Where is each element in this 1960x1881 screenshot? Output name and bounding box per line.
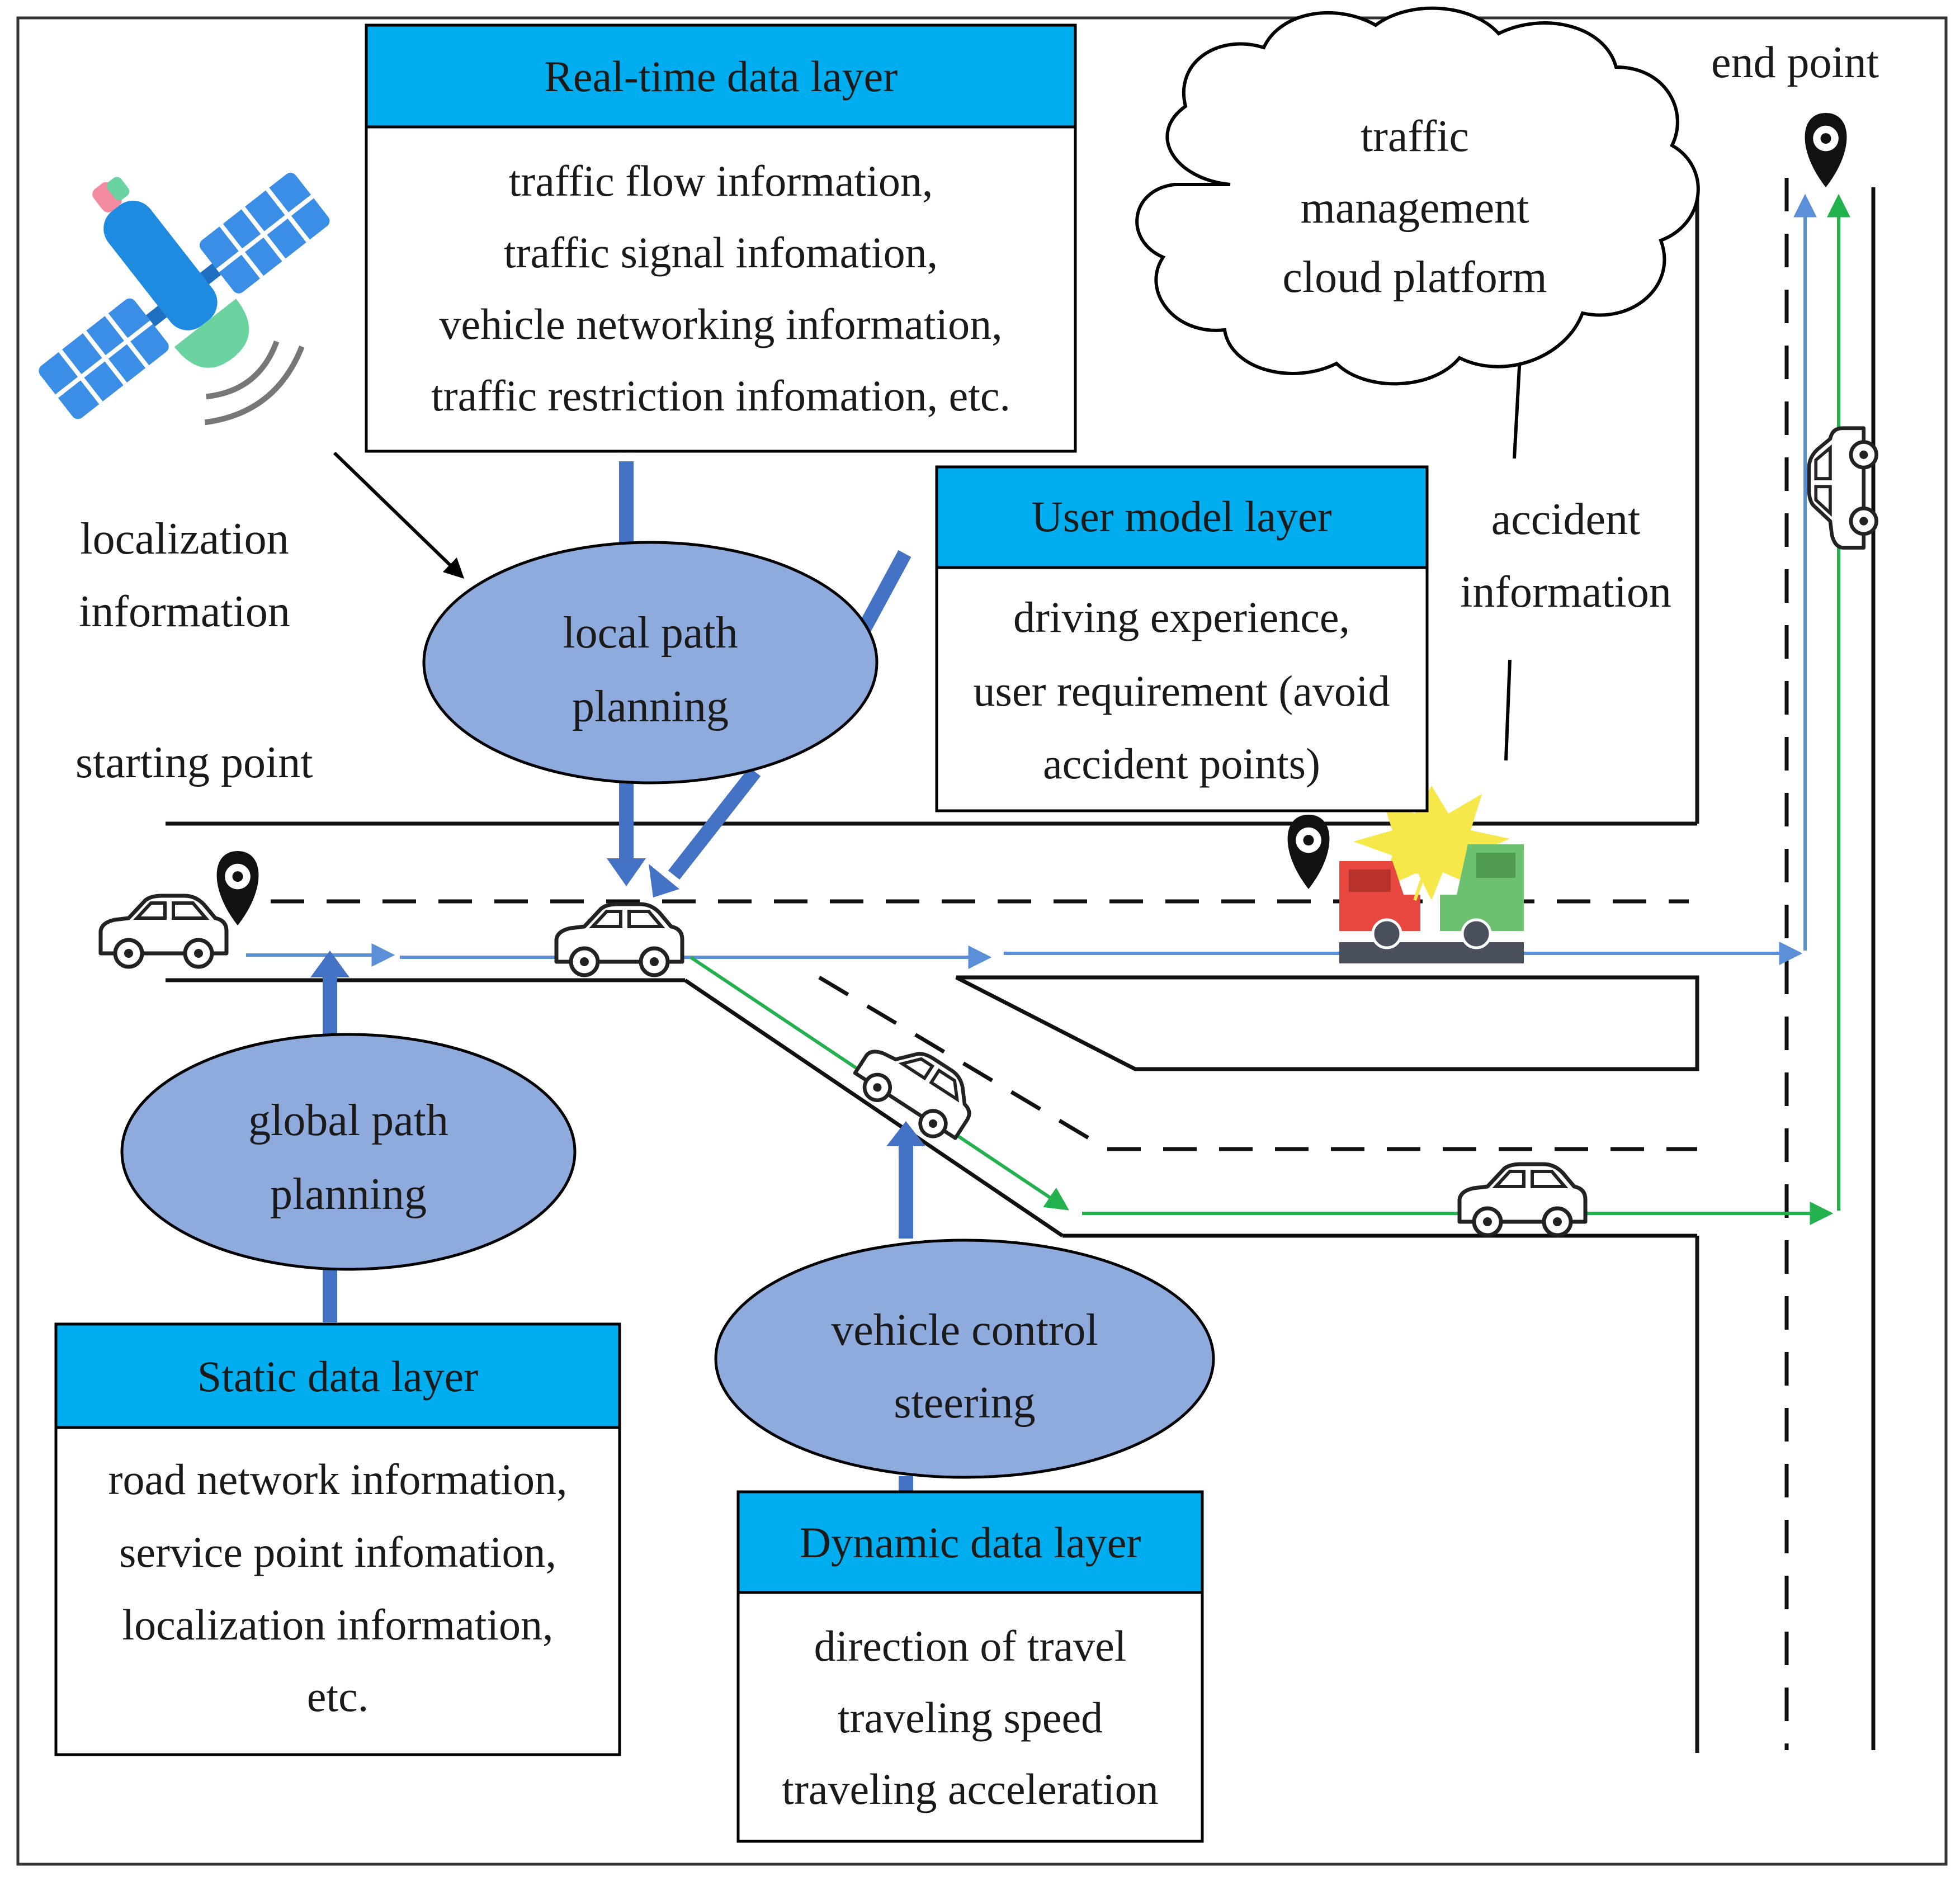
localization-label-line-1: localization xyxy=(80,514,289,564)
end-pin-icon xyxy=(1805,113,1847,187)
static-data-layer: Static data layer road network informati… xyxy=(54,1322,621,1756)
global-path-line-1: global path xyxy=(248,1096,448,1145)
realtime-layer-line-2: traffic signal infomation, xyxy=(504,228,938,277)
local-path-line-2: planning xyxy=(572,682,729,731)
cloud-line-1: traffic xyxy=(1361,112,1469,161)
vehicle-control-line-2: steering xyxy=(894,1378,1035,1428)
user-model-line-2: user requirement (avoid xyxy=(973,667,1390,715)
localization-label-line-2: information xyxy=(79,587,290,636)
realtime-data-layer: Real-time data layer traffic flow inform… xyxy=(365,23,1077,453)
car-vertical-road-icon xyxy=(1809,428,1877,548)
dynamic-layer-line-2: traveling speed xyxy=(838,1693,1103,1742)
vehicle-control-steering-node: vehicle control steering xyxy=(714,1239,1215,1479)
static-layer-line-1: road network information, xyxy=(108,1455,568,1504)
static-layer-title: Static data layer xyxy=(197,1352,478,1401)
user-model-line-3: accident points) xyxy=(1043,739,1320,788)
end-point-label: end point xyxy=(1711,38,1879,87)
car-middle-icon xyxy=(556,904,682,975)
static-layer-line-2: service point infomation, xyxy=(119,1528,556,1576)
accident-label-line-1: accident xyxy=(1491,495,1640,544)
car-lower-road-icon xyxy=(1460,1164,1585,1235)
cloud-platform: traffic management cloud platform xyxy=(1135,6,1700,386)
vehicle-control-line-1: vehicle control xyxy=(831,1306,1098,1355)
dynamic-layer-line-1: direction of travel xyxy=(814,1622,1127,1670)
user-model-layer: User model layer driving experience, use… xyxy=(935,465,1429,812)
realtime-layer-line-3: vehicle networking information, xyxy=(439,300,1002,348)
cloud-line-2: management xyxy=(1301,183,1529,233)
realtime-layer-line-1: traffic flow information, xyxy=(509,157,933,205)
satellite-to-local-arrow xyxy=(333,451,465,579)
outer-frame xyxy=(16,16,1948,1866)
accident-crash-icon xyxy=(1339,786,1524,963)
cloud-line-3: cloud platform xyxy=(1282,253,1547,302)
blue-connectors xyxy=(310,461,925,1492)
local-path-line-1: local path xyxy=(563,608,738,658)
accident-info-line xyxy=(1504,659,1512,761)
static-layer-line-3: localization information, xyxy=(122,1600,553,1649)
realtime-layer-line-4: traffic restriction infomation, etc. xyxy=(431,371,1010,420)
dynamic-data-layer: Dynamic data layer direction of travel t… xyxy=(736,1490,1204,1843)
starting-point-label: starting point xyxy=(75,738,313,787)
static-layer-line-4: etc. xyxy=(307,1672,369,1721)
dynamic-layer-title: Dynamic data layer xyxy=(800,1518,1141,1567)
car-start-icon xyxy=(101,896,226,967)
global-path-line-2: planning xyxy=(270,1170,427,1219)
global-path-planning-node: global path planning xyxy=(120,1033,577,1271)
car-turning-icon xyxy=(848,1027,985,1149)
accident-label-line-2: information xyxy=(1460,568,1671,617)
accident-pin-icon xyxy=(1287,815,1330,889)
dynamic-layer-line-3: traveling acceleration xyxy=(782,1765,1158,1813)
local-path-planning-node: local path planning xyxy=(422,541,879,784)
realtime-layer-title: Real-time data layer xyxy=(544,52,898,101)
satellite-icon xyxy=(39,173,330,426)
user-model-line-1: driving experience, xyxy=(1013,593,1350,641)
user-model-layer-title: User model layer xyxy=(1031,492,1331,541)
start-pin-icon xyxy=(216,851,259,925)
